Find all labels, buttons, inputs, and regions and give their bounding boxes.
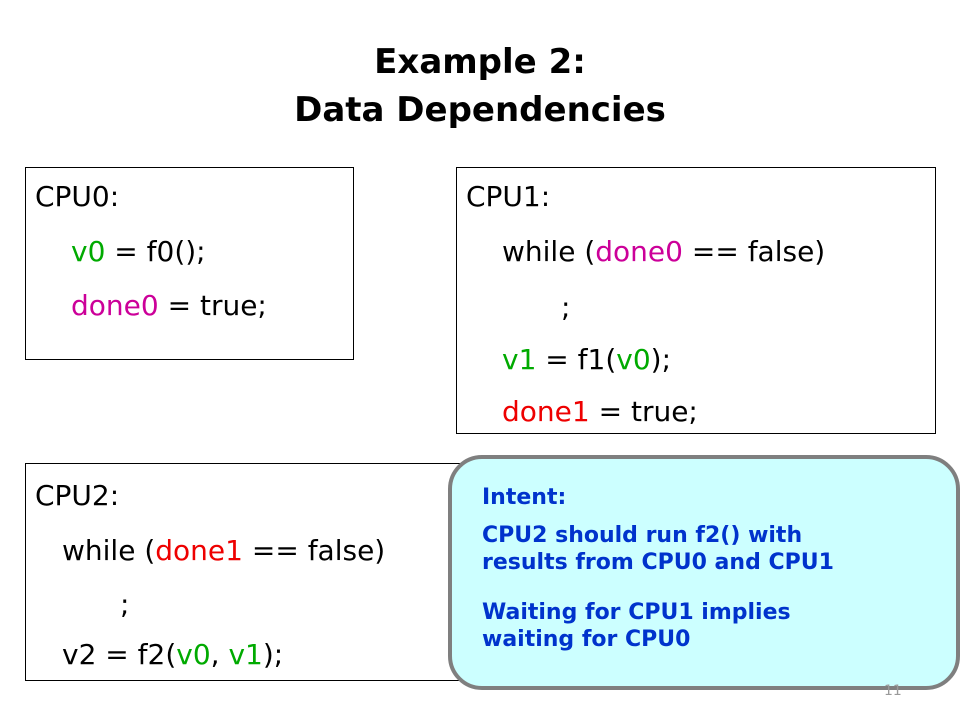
- cpu0-code-box: CPU0: v0 = f0(); done0 = true;: [25, 167, 354, 360]
- cpu2-line-1: while (done1 == false): [62, 534, 385, 568]
- var-v0: v0: [616, 343, 651, 376]
- code-text: );: [262, 638, 284, 671]
- cpu2-code-box: CPU2: while (done1 == false) ; v2 = f2(v…: [25, 463, 465, 681]
- code-text: = true;: [589, 395, 698, 428]
- var-done1: done1: [155, 534, 243, 567]
- var-v1: v1: [228, 638, 263, 671]
- cpu1-line-2: ;: [561, 291, 571, 324]
- callout-point-2-line-1: Waiting for CPU1 implies: [482, 600, 791, 625]
- var-done1: done1: [502, 395, 590, 428]
- var-v0: v0: [71, 235, 106, 268]
- cpu0-line-1: v0 = f0();: [71, 235, 206, 269]
- code-text: = f1(: [536, 343, 617, 376]
- var-v0: v0: [176, 638, 211, 671]
- callout-point-1-line-1: CPU2 should run f2() with: [482, 523, 803, 548]
- var-done0: done0: [71, 289, 159, 322]
- var-v1: v1: [502, 343, 537, 376]
- callout-point-2-line-2: waiting for CPU0: [482, 627, 691, 652]
- slide-title: Example 2: Data Dependencies: [0, 38, 960, 134]
- title-line-1: Example 2:: [374, 42, 586, 82]
- code-text: == false): [682, 235, 826, 268]
- code-text: = true;: [158, 289, 267, 322]
- code-text: ,: [210, 638, 229, 671]
- cpu2-label: CPU2:: [35, 479, 120, 512]
- code-text: while (: [62, 534, 156, 567]
- cpu1-label: CPU1:: [466, 180, 551, 213]
- code-text: );: [650, 343, 671, 376]
- title-line-2: Data Dependencies: [294, 90, 666, 130]
- cpu0-line-2: done0 = true;: [71, 289, 267, 323]
- intent-callout: Intent: CPU2 should run f2() with result…: [448, 455, 960, 690]
- code-text: = f0();: [105, 235, 206, 268]
- cpu2-line-2: ;: [120, 588, 130, 621]
- code-text: == false): [242, 534, 386, 567]
- cpu1-code-box: CPU1: while (done0 == false) ; v1 = f1(v…: [456, 167, 936, 434]
- cpu1-line-4: done1 = true;: [502, 395, 698, 429]
- cpu1-line-1: while (done0 == false): [502, 235, 825, 269]
- var-done0: done0: [595, 235, 683, 268]
- code-text: v2 = f2(: [62, 638, 177, 671]
- code-text: while (: [502, 235, 596, 268]
- cpu2-line-3: v2 = f2(v0, v1);: [62, 638, 283, 672]
- page-number: 11: [884, 683, 902, 699]
- callout-heading: Intent:: [482, 485, 567, 510]
- cpu0-label: CPU0:: [35, 180, 120, 213]
- cpu1-line-3: v1 = f1(v0);: [502, 343, 671, 377]
- callout-point-1-line-2: results from CPU0 and CPU1: [482, 550, 834, 575]
